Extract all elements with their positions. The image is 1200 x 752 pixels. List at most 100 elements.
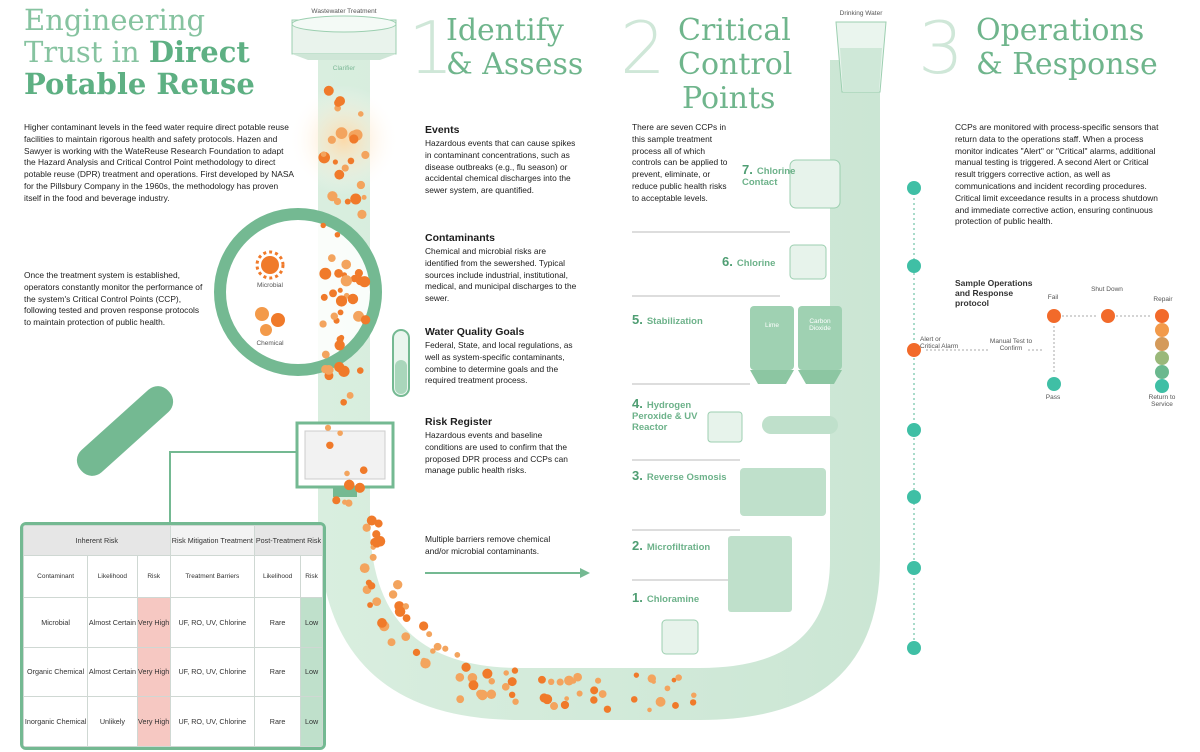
ccp-2-label: 2.Microfiltration bbox=[632, 538, 710, 553]
ccp-1-name: Chloramine bbox=[646, 594, 700, 605]
repair-label: Repair bbox=[1153, 296, 1173, 303]
operations-text: CCPs are monitored with process-specific… bbox=[955, 122, 1159, 227]
particle bbox=[357, 111, 364, 117]
wastewater-label: Wastewater Treatment bbox=[311, 8, 377, 15]
carbon-dioxide-label: Carbon Dioxide bbox=[809, 318, 831, 332]
subheader-contaminant: Contaminant bbox=[23, 555, 89, 598]
repair-stage-node bbox=[1155, 337, 1169, 351]
subheader-post-risk: Risk bbox=[300, 555, 323, 598]
particle bbox=[402, 603, 410, 610]
ccp-1-label: 1.Chloramine bbox=[632, 590, 699, 605]
events-text: Hazardous events that can cause spikes i… bbox=[425, 138, 576, 196]
particle bbox=[358, 276, 371, 288]
table-cell: Rare bbox=[253, 696, 302, 747]
particle bbox=[340, 275, 352, 287]
particle bbox=[337, 287, 343, 293]
ccp-2-name: Microfiltration bbox=[646, 542, 711, 553]
particle bbox=[327, 254, 336, 263]
particle bbox=[598, 690, 607, 698]
chlorine-contact-tank-icon bbox=[789, 159, 841, 209]
table-cell-risk-low: Low bbox=[300, 646, 323, 698]
particle bbox=[334, 98, 343, 107]
intro-paragraph-2: Once the treatment system is established… bbox=[24, 270, 203, 328]
contaminants-text: Chemical and microbial risks are identif… bbox=[425, 246, 577, 304]
particle bbox=[350, 193, 362, 205]
monitor-node bbox=[907, 343, 921, 357]
title-line-2b: Direct bbox=[148, 35, 250, 69]
particle bbox=[319, 267, 332, 280]
step-2-number: 2 bbox=[620, 6, 666, 90]
particle bbox=[350, 274, 359, 283]
particle bbox=[560, 700, 570, 710]
table-cell: Microbial bbox=[23, 597, 89, 648]
lime-label: Lime bbox=[764, 322, 780, 329]
particle bbox=[556, 678, 564, 686]
alert-label: Alert or Critical Alarm bbox=[920, 336, 959, 350]
particle bbox=[335, 295, 348, 307]
table-cell: Almost Certain bbox=[87, 597, 138, 648]
particle bbox=[367, 582, 376, 590]
particle bbox=[590, 686, 599, 695]
step-3-title-line-1: Operations bbox=[976, 13, 1145, 48]
particle bbox=[333, 197, 342, 206]
particle bbox=[467, 673, 478, 683]
particle bbox=[455, 673, 465, 682]
events-heading: Events bbox=[425, 124, 460, 136]
particle bbox=[321, 350, 330, 359]
particle bbox=[326, 441, 334, 450]
particle bbox=[334, 231, 341, 238]
particle bbox=[401, 632, 411, 641]
particle bbox=[332, 496, 341, 505]
table-cell: Rare bbox=[253, 597, 302, 648]
particle bbox=[361, 194, 367, 200]
step-1-number: 1 bbox=[408, 6, 454, 90]
particle bbox=[647, 674, 657, 683]
particle bbox=[360, 315, 371, 325]
particle bbox=[340, 398, 347, 406]
contaminants-section: Contaminants Chemical and microbial risk… bbox=[425, 232, 580, 305]
particle bbox=[359, 563, 370, 574]
particle bbox=[320, 222, 326, 229]
particle bbox=[573, 672, 583, 682]
ccp-7-label: 7.Chlorine Contact bbox=[742, 162, 795, 188]
particle bbox=[341, 164, 349, 172]
monitor-node bbox=[907, 490, 921, 504]
particle bbox=[547, 678, 555, 686]
contaminants-heading: Contaminants bbox=[425, 232, 496, 244]
ccp-2-number: 2. bbox=[632, 538, 643, 553]
particle bbox=[334, 340, 345, 351]
particle bbox=[672, 702, 679, 709]
particle bbox=[503, 670, 509, 676]
particle bbox=[647, 707, 652, 713]
table-row: Organic Chemical Almost Certain Very Hig… bbox=[23, 646, 323, 698]
table-cell: Unlikely bbox=[87, 696, 138, 747]
table-cell: Almost Certain bbox=[87, 646, 138, 698]
particle bbox=[507, 677, 517, 687]
title-line-2a: Trust in bbox=[24, 35, 149, 69]
particle bbox=[334, 269, 343, 278]
ccp-3-label: 3.Reverse Osmosis bbox=[632, 468, 727, 483]
fail-label: Fail bbox=[1047, 294, 1059, 301]
subheader-risk: Risk bbox=[136, 555, 171, 598]
microbial-label: Microbial bbox=[256, 282, 283, 289]
monitor-node bbox=[907, 259, 921, 273]
table-cell-risk-high: Very High bbox=[136, 646, 171, 698]
ccp-4-name: Hydrogen Peroxide & UV Reactor bbox=[632, 400, 698, 433]
particle bbox=[362, 523, 371, 532]
reverse-osmosis-icon bbox=[740, 468, 826, 516]
ccp-1-number: 1. bbox=[632, 590, 643, 605]
step-2-title-line-3: Points bbox=[682, 81, 776, 116]
table-cell-risk-low: Low bbox=[300, 597, 323, 648]
particle bbox=[320, 293, 328, 301]
particle bbox=[343, 479, 355, 491]
shutdown-label: Shut Down bbox=[1091, 286, 1123, 293]
particle bbox=[511, 667, 519, 674]
step-3-number: 3 bbox=[918, 6, 964, 90]
particle bbox=[426, 631, 433, 638]
monitor-node bbox=[907, 641, 921, 655]
particle bbox=[630, 696, 638, 703]
ccp-7-name: Chlorine Contact bbox=[742, 166, 796, 188]
water-quality-section: Water Quality Goals Federal, State, and … bbox=[425, 326, 580, 387]
table-cell: Inorganic Chemical bbox=[23, 696, 89, 747]
particle bbox=[419, 621, 429, 631]
